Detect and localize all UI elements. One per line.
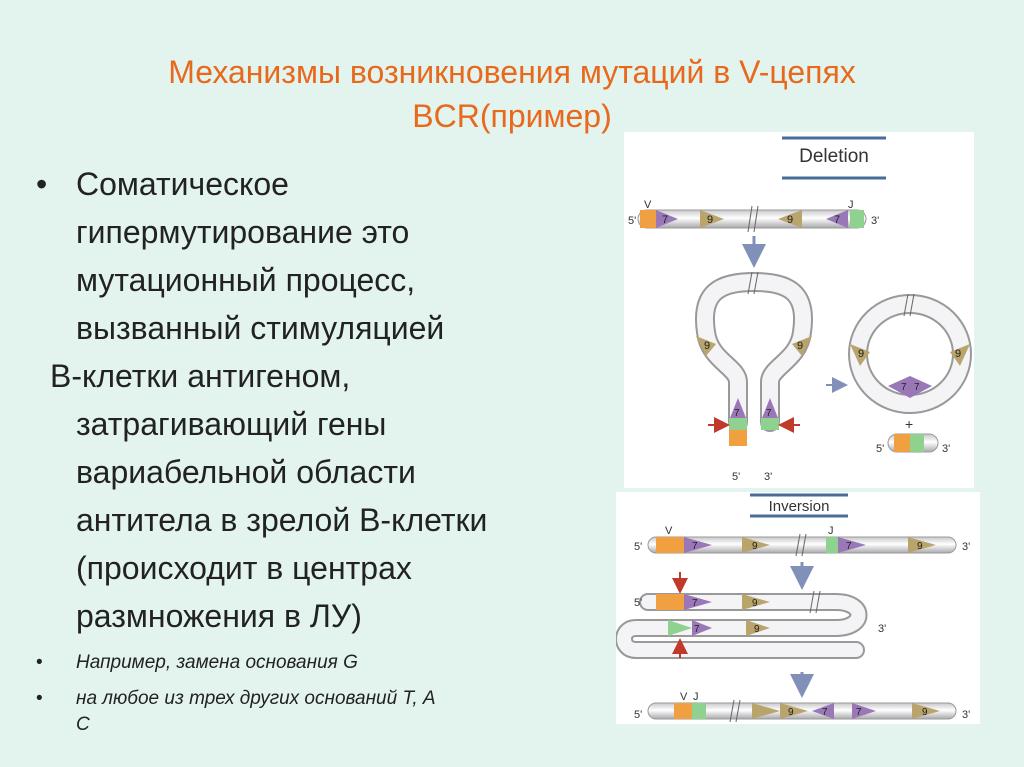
heptamer-icon [826, 210, 848, 228]
svg-text:3': 3' [764, 471, 772, 483]
v-segment [640, 210, 656, 228]
svg-text:7: 7 [692, 598, 698, 609]
title-line-2: BCR(пример) [412, 98, 612, 134]
svg-text:7: 7 [914, 382, 920, 393]
svg-text:9: 9 [922, 707, 928, 718]
svg-text:3': 3' [942, 443, 950, 455]
svg-text:9: 9 [752, 541, 758, 552]
inversion-row-3: 5' V J 9 7 7 9 3' [634, 691, 970, 723]
svg-text:7: 7 [834, 214, 840, 226]
bullet-line-6: затрагивающий гены [76, 406, 387, 442]
heptamer-icon [888, 376, 932, 398]
svg-text:9: 9 [704, 340, 710, 352]
svg-text:3': 3' [878, 623, 886, 635]
nonamer-icon [950, 344, 970, 366]
bullet-list: •Соматическое гипермутирование это мутац… [36, 160, 636, 738]
svg-text:J: J [693, 691, 699, 703]
bullet-line-1: •Соматическое [36, 160, 636, 208]
svg-text:J: J [828, 525, 834, 537]
bullet-dot: • [36, 688, 43, 709]
svg-text:7: 7 [662, 214, 668, 226]
svg-text:5': 5' [634, 597, 642, 609]
nonamer-icon [696, 336, 716, 356]
svg-text:7: 7 [822, 707, 828, 718]
svg-text:7: 7 [734, 408, 740, 419]
inversion-label: Inversion [750, 493, 848, 518]
v-label: V [644, 199, 652, 211]
nonamer-icon [792, 336, 812, 356]
bullet-line-8: антитела в зрелой В-клетки [76, 502, 488, 538]
svg-text:9: 9 [797, 340, 803, 352]
bullet-line-10: размножения в ЛУ) [76, 598, 362, 634]
bullet-line-3: мутационный процесс, [76, 262, 416, 298]
deletion-label: Deletion [782, 136, 886, 180]
bullet-line-5: В-клетки антигеном, [50, 358, 351, 394]
deletion-loop: 9 9 7 7 5' 3' [694, 271, 814, 483]
svg-text:9: 9 [788, 707, 794, 718]
svg-text:5': 5' [732, 471, 740, 483]
main-bullet: •Соматическое гипермутирование это мутац… [36, 160, 636, 640]
excised-circle: 9 9 7 7 [848, 293, 972, 414]
svg-text:Deletion: Deletion [799, 146, 869, 167]
three-prime-label: 3' [871, 215, 879, 227]
svg-text:3': 3' [962, 709, 970, 721]
svg-text:9: 9 [917, 541, 923, 552]
bullet-line-9: (происходит в центрах [76, 550, 412, 586]
deletion-linear-dna: 5' V J 3' 7 9 9 7 [628, 199, 879, 233]
bullet-line-2: гипермутирование это [76, 214, 410, 250]
inversion-row-1: 5' V 7 9 J 7 9 3' [634, 525, 970, 557]
svg-text:V: V [680, 691, 688, 703]
svg-text:9: 9 [955, 348, 961, 360]
svg-text:Inversion: Inversion [769, 498, 830, 515]
svg-text:3': 3' [962, 541, 970, 553]
five-prime-label: 5' [628, 215, 636, 227]
svg-text:7: 7 [846, 541, 852, 552]
heptamer-icon [762, 398, 778, 418]
svg-text:5': 5' [876, 443, 884, 455]
bullet-line-4: вызванный стимуляцией [76, 310, 445, 346]
svg-text:7: 7 [901, 382, 907, 393]
v-segment [729, 430, 747, 446]
j-segment [761, 418, 779, 430]
j-segment [850, 210, 864, 228]
inversion-diagram: Inversion 5' V 7 9 J 7 9 3' 5' 7 9 [615, 492, 980, 724]
example-bullet-1: •Например, замена основания G [36, 650, 636, 676]
bullet-dot: • [36, 166, 48, 202]
heptamer-icon [656, 210, 678, 228]
svg-text:9: 9 [707, 214, 713, 226]
svg-text:+: + [905, 416, 913, 432]
svg-text:V: V [665, 525, 673, 537]
bullet-line-7: вариабельной области [76, 454, 416, 490]
svg-text:9: 9 [787, 214, 793, 226]
deletion-diagram: Deletion 5' V J 3' 7 9 9 7 9 9 7 7 [624, 132, 974, 488]
j-label: J [848, 199, 854, 211]
svg-text:9: 9 [754, 624, 760, 635]
bullet-dot: • [36, 652, 43, 673]
nonamer-icon [700, 210, 724, 228]
svg-text:7: 7 [694, 624, 700, 635]
title-line-1: Механизмы возникновения мутаций в V-цепя… [168, 54, 856, 90]
svg-text:7: 7 [692, 541, 698, 552]
example-bullets: •Например, замена основания G •на любое … [36, 650, 636, 738]
svg-text:5': 5' [634, 709, 642, 721]
svg-text:9: 9 [858, 348, 864, 360]
coding-joint: + 5' 3' [876, 416, 950, 455]
svg-text:9: 9 [752, 598, 758, 609]
svg-text:5': 5' [634, 541, 642, 553]
inversion-loop: 5' 7 9 7 9 3' [615, 590, 886, 659]
heptamer-icon [730, 398, 746, 418]
svg-text:7: 7 [766, 408, 772, 419]
slide-title: Механизмы возникновения мутаций в V-цепя… [0, 50, 1024, 138]
nonamer-icon [778, 210, 802, 228]
nonamer-icon [850, 344, 870, 366]
svg-text:7: 7 [856, 707, 862, 718]
